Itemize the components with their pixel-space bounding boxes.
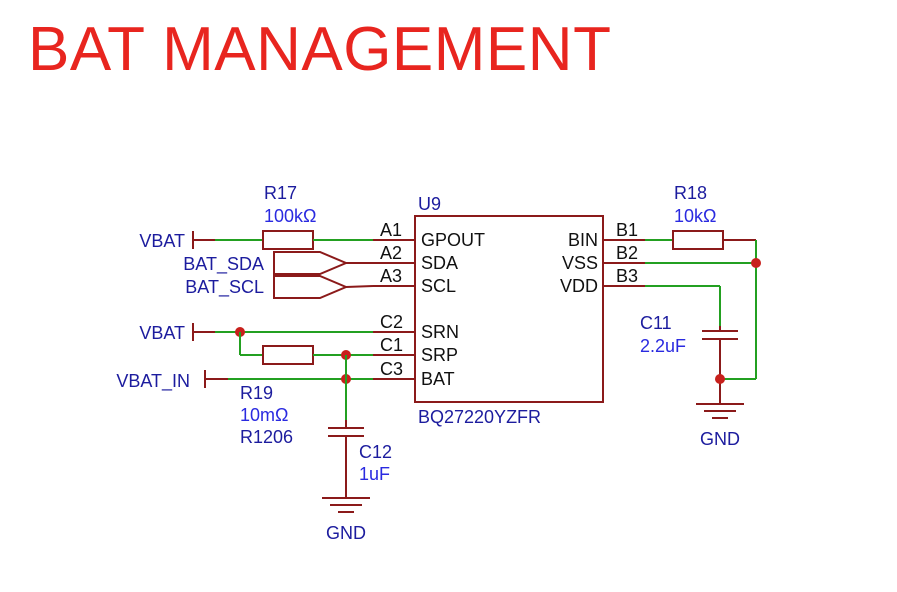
c12-value: 1uF <box>359 464 390 484</box>
pin-num-c2: C2 <box>380 312 403 332</box>
resistor-r17[interactable] <box>262 230 314 250</box>
pin-name-bat: BAT <box>421 369 455 389</box>
ic-u9-ref: U9 <box>418 194 441 214</box>
ground-symbol-left <box>322 497 370 513</box>
pin-name-gpout: GPOUT <box>421 230 485 250</box>
pin-num-b1: B1 <box>616 220 638 240</box>
pin-num-a2: A2 <box>380 243 402 263</box>
pin-name-srp: SRP <box>421 345 458 365</box>
ic-left-pin-stubs <box>373 239 415 380</box>
net-label-gnd-right: GND <box>700 429 740 449</box>
net-label-vbat-in: VBAT_IN <box>116 371 190 392</box>
c11-ref: C11 <box>640 313 672 333</box>
c11-value: 2.2uF <box>640 336 686 356</box>
page-title: BAT MANAGEMENT <box>28 15 612 84</box>
ic-right-pin-stubs <box>603 239 645 287</box>
resistor-r18[interactable] <box>672 230 724 250</box>
pin-name-scl: SCL <box>421 276 456 296</box>
r18-value: 10kΩ <box>674 206 716 226</box>
ground-symbol-right <box>696 403 744 419</box>
pin-num-b2: B2 <box>616 243 638 263</box>
port-bat-scl <box>273 275 349 299</box>
pin-name-vdd: VDD <box>560 276 598 296</box>
pin-name-vss: VSS <box>562 253 598 273</box>
resistor-r19[interactable] <box>262 345 314 365</box>
pin-num-b3: B3 <box>616 266 638 286</box>
junction-gnd-right <box>715 374 725 384</box>
pin-name-bin: BIN <box>568 230 598 250</box>
pin-num-c1: C1 <box>380 335 403 355</box>
pin-name-srn: SRN <box>421 322 459 342</box>
pin-num-a3: A3 <box>380 266 402 286</box>
r19-value: 10mΩ <box>240 405 288 425</box>
r18-ref: R18 <box>674 183 707 203</box>
r19-package: R1206 <box>240 427 293 447</box>
c12-ref: C12 <box>359 442 392 462</box>
r17-value: 100kΩ <box>264 206 317 226</box>
pin-num-a1: A1 <box>380 220 402 240</box>
r19-ref: R19 <box>240 383 273 403</box>
net-label-vbat-top: VBAT <box>139 231 185 251</box>
net-label-bat-scl: BAT_SCL <box>185 277 264 298</box>
net-label-bat-sda: BAT_SDA <box>183 254 264 275</box>
pin-name-sda: SDA <box>421 253 458 273</box>
port-bat-sda <box>273 251 349 275</box>
ic-u9-part: BQ27220YZFR <box>418 407 541 427</box>
r17-ref: R17 <box>264 183 297 203</box>
net-label-gnd-left: GND <box>326 523 366 543</box>
junction-vss <box>751 258 761 268</box>
net-label-vbat-mid: VBAT <box>139 323 185 343</box>
pin-num-c3: C3 <box>380 359 403 379</box>
ic-u9-body[interactable] <box>414 215 604 403</box>
